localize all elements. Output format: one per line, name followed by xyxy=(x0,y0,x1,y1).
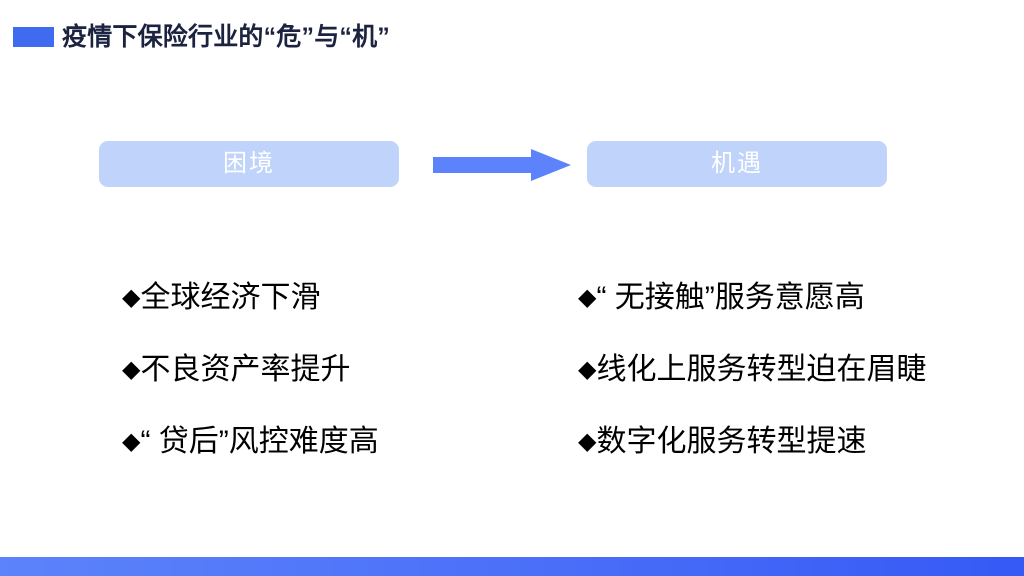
title-accent-bar xyxy=(13,27,54,47)
panel-heading-right: 机遇 xyxy=(587,141,887,187)
diamond-bullet-icon: ◆ xyxy=(578,356,597,383)
bullet-list-left: ◆ 全球经济下滑 ◆ 不良资产率提升 ◆ “ 贷后”风控难度高 xyxy=(122,262,379,478)
list-item-label: 不良资产率提升 xyxy=(140,353,351,386)
panel-heading-left: 困境 xyxy=(99,141,399,187)
page-title: 疫情下保险行业的“危”与“机” xyxy=(62,22,391,51)
diamond-bullet-icon: ◆ xyxy=(122,284,141,311)
diamond-bullet-icon: ◆ xyxy=(578,284,597,311)
list-item: ◆ “ 无接触”服务意愿高 xyxy=(578,262,926,334)
list-item-label: 线化上服务转型迫在眉睫 xyxy=(596,353,927,386)
list-item: ◆ 线化上服务转型迫在眉睫 xyxy=(578,334,926,406)
list-item-label: “ 贷后”风控难度高 xyxy=(140,425,379,458)
list-item: ◆ 全球经济下滑 xyxy=(122,262,379,334)
list-item-label: 数字化服务转型提速 xyxy=(596,425,867,458)
slide-title-row: 疫情下保险行业的“危”与“机” xyxy=(13,20,390,54)
list-item-label: “ 无接触”服务意愿高 xyxy=(596,281,865,314)
diamond-bullet-icon: ◆ xyxy=(122,428,141,455)
panel-heading-right-label: 机遇 xyxy=(711,150,763,177)
list-item: ◆ “ 贷后”风控难度高 xyxy=(122,406,379,478)
transition-arrow-icon xyxy=(433,149,571,181)
list-item: ◆ 数字化服务转型提速 xyxy=(578,406,926,478)
footer-accent-bar xyxy=(0,557,1024,576)
diamond-bullet-icon: ◆ xyxy=(122,356,141,383)
bullet-list-right: ◆ “ 无接触”服务意愿高 ◆ 线化上服务转型迫在眉睫 ◆ 数字化服务转型提速 xyxy=(578,262,926,478)
diamond-bullet-icon: ◆ xyxy=(578,428,597,455)
list-item-label: 全球经济下滑 xyxy=(140,281,321,314)
panel-heading-left-label: 困境 xyxy=(223,150,275,177)
list-item: ◆ 不良资产率提升 xyxy=(122,334,379,406)
